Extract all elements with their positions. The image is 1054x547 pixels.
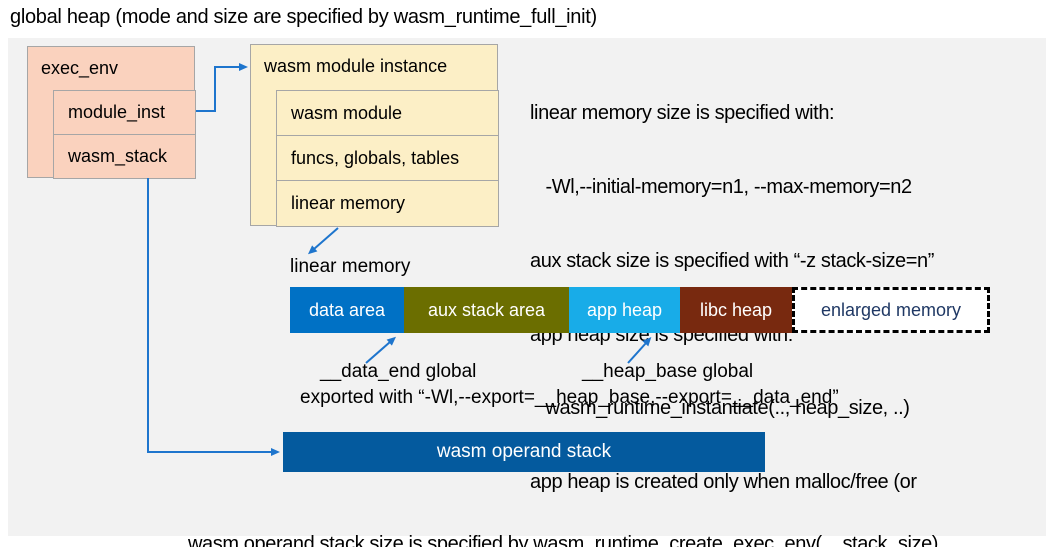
module-instance-box: wasm module instance wasm module funcs, …: [250, 44, 499, 227]
exec-env-box: exec_env module_inst wasm_stack: [27, 46, 196, 179]
exec-env-header: exec_env: [41, 58, 119, 78]
segment-enlarged-memory: enlarged memory: [792, 287, 990, 333]
notes-operand-stack-size: wasm operand stack size is specified by …: [188, 482, 938, 547]
note-line: wasm operand stack size is specified by …: [188, 533, 939, 547]
wasm-operand-stack-bar: wasm operand stack: [283, 432, 765, 472]
exported-flags-label: exported with “-Wl,--export=__heap_base,…: [300, 387, 839, 408]
module-instance-row-funcs-globals-tables: funcs, globals, tables: [276, 135, 499, 181]
module-instance-header: wasm module instance: [264, 56, 448, 76]
note-line: -Wl,--initial-memory=n1, --max-memory=n2: [530, 175, 912, 198]
linear-memory-label: linear memory: [290, 256, 411, 277]
module-instance-row-wasm-module: wasm module: [276, 90, 499, 136]
heap-base-global-label: __heap_base global: [582, 361, 754, 382]
note-line: wasm_runtime_instantiate(.., heap_size, …: [530, 397, 910, 420]
data-end-global-label: __data_end global: [320, 361, 477, 382]
segment-app-heap: app heap: [569, 287, 680, 333]
note-line: __new/__release for as) are not exported: [530, 544, 934, 547]
exec-env-row-wasm-stack: wasm_stack: [53, 134, 196, 179]
segment-aux-stack-area: aux stack area: [404, 287, 569, 333]
note-line: aux stack size is specified with “-z sta…: [530, 249, 935, 272]
diagram-title: global heap (mode and size are specified…: [10, 6, 597, 28]
module-instance-row-linear-memory: linear memory: [276, 180, 499, 227]
segment-data-area: data area: [290, 287, 404, 333]
note-line: app heap is created only when malloc/fre…: [530, 471, 917, 494]
linear-memory-bar: data area aux stack area app heap libc h…: [290, 287, 990, 333]
note-line: linear memory size is specified with:: [530, 102, 835, 125]
segment-libc-heap: libc heap: [680, 287, 792, 333]
exec-env-row-module-inst: module_inst: [53, 90, 196, 135]
